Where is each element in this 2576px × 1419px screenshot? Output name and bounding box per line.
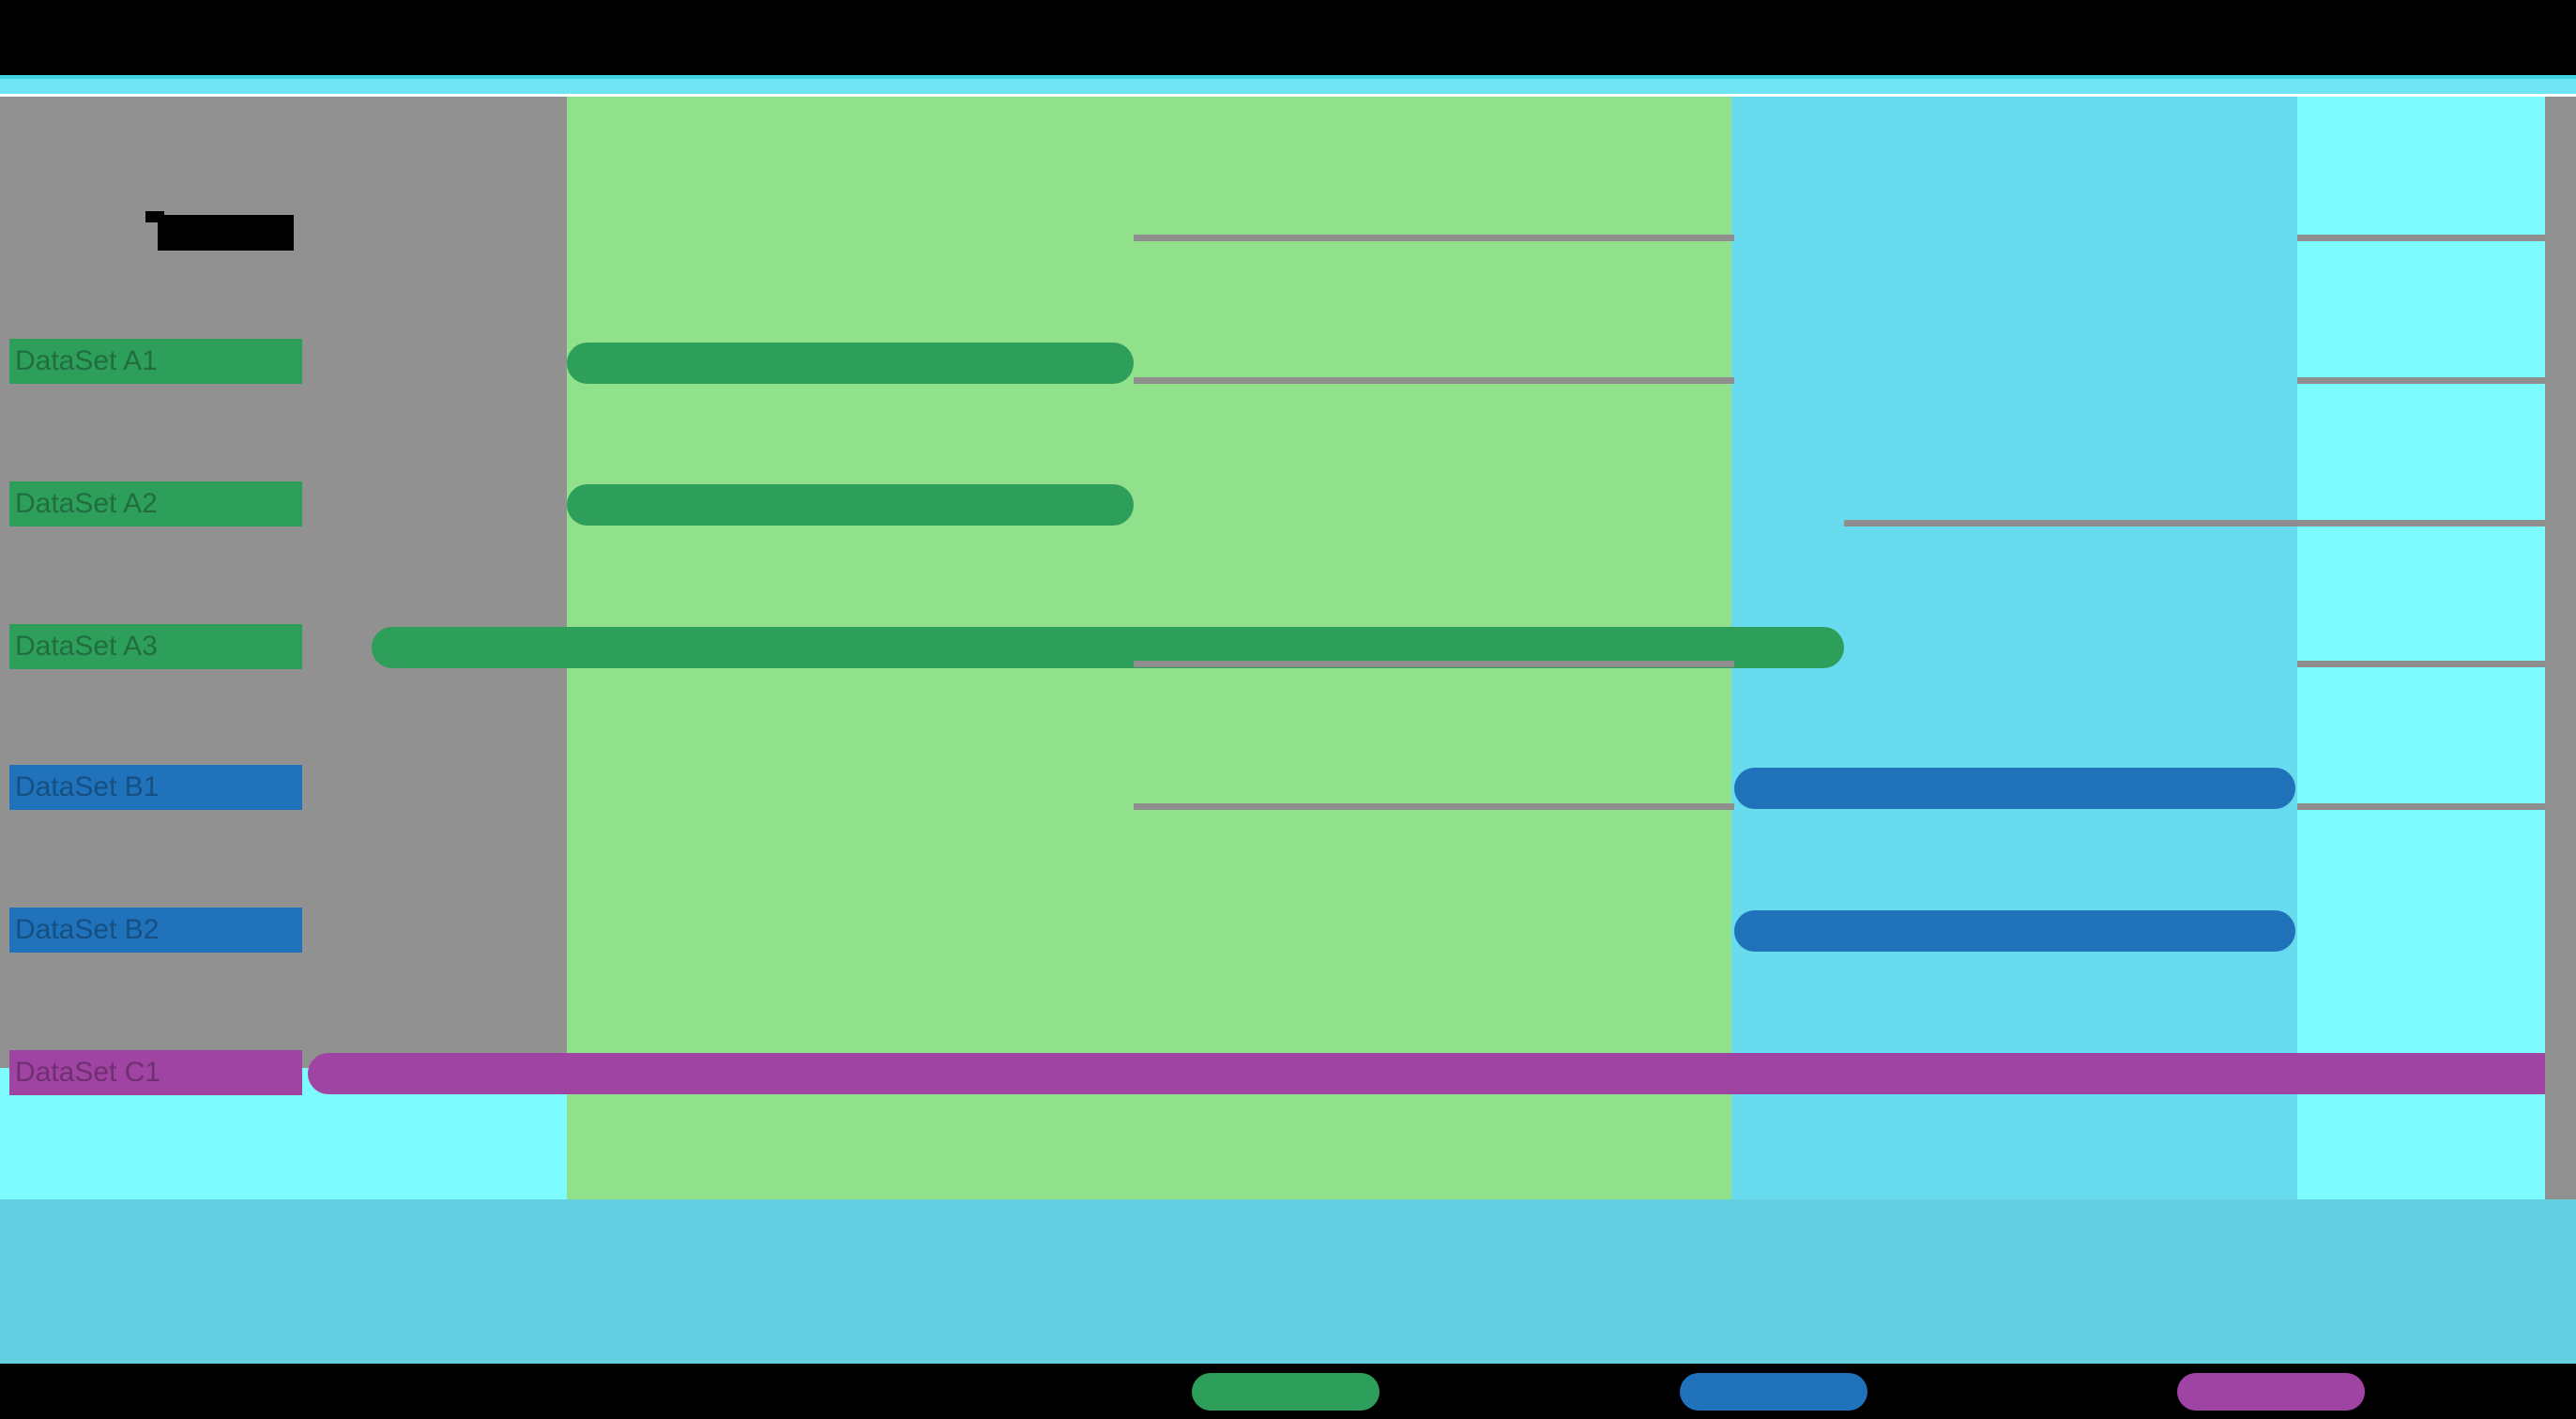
row-gridline — [1134, 661, 1734, 667]
row-gridline-tail — [2297, 661, 2545, 667]
gantt-chart: DataSet A1 DataSet A2 DataSet A3 DataSet… — [0, 97, 2576, 1238]
row-gridline — [1134, 377, 1734, 384]
gantt-bar[interactable] — [1734, 768, 2295, 809]
legend-swatch-green — [1192, 1373, 1379, 1411]
row-label: DataSet A2 — [9, 481, 302, 526]
row-gridline-tail — [2297, 235, 2545, 241]
legend-swatch-blue — [1680, 1373, 1867, 1411]
row-label: DataSet A1 — [9, 339, 302, 384]
row-gridline-tail — [2297, 803, 2545, 810]
cyan-strip-upper — [0, 75, 2576, 79]
right-gray-edge — [2545, 97, 2576, 1199]
chart-legend — [0, 1364, 2576, 1419]
gantt-bar[interactable] — [308, 1053, 2576, 1094]
gantt-bar[interactable] — [567, 484, 1134, 526]
gantt-bar[interactable] — [567, 343, 1134, 384]
row-gridline-tail — [2297, 377, 2545, 384]
chart-title-redacted — [158, 215, 294, 251]
row-gridline — [1844, 520, 2545, 526]
cyan-strip-main — [0, 79, 2576, 94]
row-label: DataSet B1 — [9, 765, 302, 810]
axis-pad — [298, 97, 567, 1068]
white-divider — [0, 94, 2576, 97]
bottom-cyan-panel — [0, 1199, 2576, 1364]
session-band-3 — [2297, 97, 2545, 1199]
row-gridline — [1134, 803, 1734, 810]
row-label: DataSet A3 — [9, 624, 302, 669]
row-label: DataSet C1 — [9, 1050, 302, 1095]
top-black-bar — [0, 0, 2576, 75]
row-label: DataSet B2 — [9, 908, 302, 953]
legend-swatch-magenta — [2177, 1373, 2365, 1411]
row-gridline — [1134, 235, 1734, 241]
gantt-bar[interactable] — [1734, 910, 2295, 952]
